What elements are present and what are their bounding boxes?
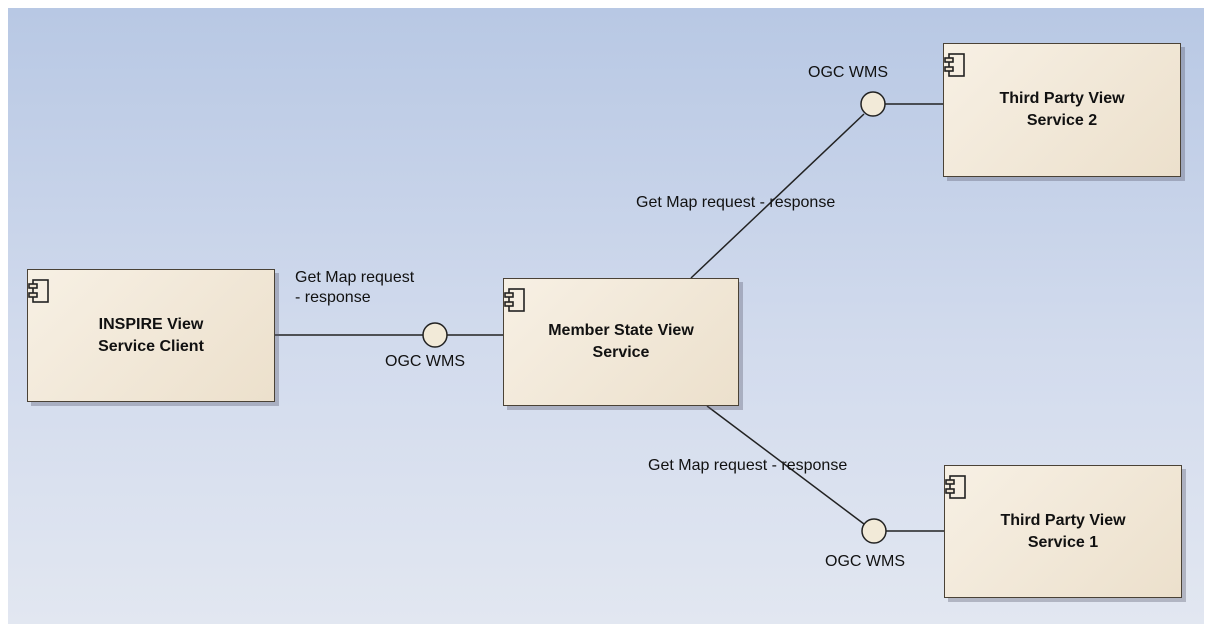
- component-icon: [504, 288, 525, 312]
- interface-label-client: OGC WMS: [385, 353, 465, 370]
- connector-label-tp2: Get Map request - response: [636, 194, 836, 211]
- component-third-party-view-service-2[interactable]: Third Party View Service 2: [943, 43, 1181, 177]
- connector-tp2-line: [690, 113, 865, 279]
- interface-label-tp2: OGC WMS: [808, 64, 888, 81]
- component-third-party-view-service-1[interactable]: Third Party View Service 1: [944, 465, 1182, 598]
- connector-tp1-line: [706, 405, 865, 525]
- ogc-wms-interface-client[interactable]: [422, 322, 448, 348]
- ogc-wms-interface-tp2[interactable]: [860, 91, 886, 117]
- component-member-state-view-service[interactable]: Member State View Service: [503, 278, 739, 406]
- component-inspire-view-service-client[interactable]: INSPIRE View Service Client: [27, 269, 275, 402]
- connector-label-client: Get Map request - response: [295, 269, 415, 306]
- ogc-wms-interface-tp1[interactable]: [861, 518, 887, 544]
- component-name: Third Party View Service 2: [999, 90, 1125, 129]
- component-name: Member State View Service: [548, 322, 694, 361]
- component-name: INSPIRE View Service Client: [98, 315, 204, 355]
- component-icon: [28, 279, 49, 303]
- component-icon: [944, 53, 965, 77]
- component-name: Third Party View Service 1: [1000, 511, 1126, 551]
- component-icon: [945, 475, 966, 499]
- interface-label-tp1: OGC WMS: [825, 553, 905, 570]
- connector-label-tp1: Get Map request - response: [648, 457, 848, 474]
